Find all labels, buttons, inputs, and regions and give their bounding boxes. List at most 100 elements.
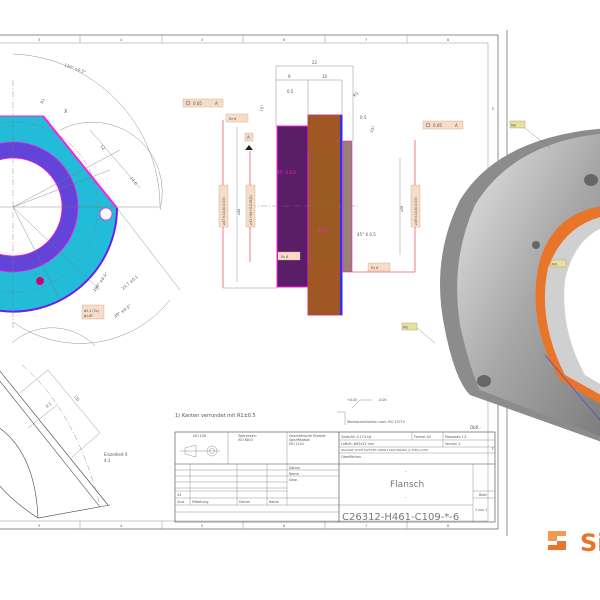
roughness-label: Rz 6 bbox=[229, 117, 236, 121]
column-label: 7 bbox=[365, 524, 367, 528]
column-label: 7 bbox=[365, 38, 367, 42]
detail-scale: 4:1 bbox=[104, 458, 111, 463]
roughness-label: Rz 6 bbox=[371, 266, 378, 270]
edge-tolerance-minus: -0.05 bbox=[378, 398, 387, 402]
note-edges: 1) Kanten verrundet mit R1±0.5 bbox=[175, 413, 256, 419]
scale-field: Massstab 2:1 bbox=[445, 435, 467, 439]
hole-label: ø3.1 (3x) bbox=[84, 309, 99, 313]
column-label: 8 bbox=[447, 38, 449, 42]
model-tag: M3 bbox=[552, 263, 557, 267]
dim-label: 9 bbox=[288, 74, 291, 79]
surfaces-field: Oberflächen - bbox=[341, 455, 364, 459]
roughness-tag bbox=[277, 251, 301, 261]
column-label: 8 bbox=[447, 524, 449, 528]
revision-state: 24 bbox=[177, 493, 181, 497]
detail-ref: X bbox=[64, 109, 68, 115]
sheet-value: 1 von 1 bbox=[475, 508, 487, 512]
gps-label: ISO 1101 bbox=[289, 442, 304, 446]
tolerance-frame-right: 0.05 A bbox=[422, 120, 464, 130]
surface-label: Obfl.- bbox=[470, 425, 481, 430]
roughness-tag bbox=[367, 262, 391, 272]
dim-label: 23.7 ±0.1 bbox=[120, 274, 139, 291]
row-label: F bbox=[492, 447, 494, 451]
gps-label: Spezifikation bbox=[289, 438, 310, 442]
angle-label: 15° bbox=[369, 125, 377, 134]
tolerance-value: ISO 8015 bbox=[238, 438, 253, 442]
dim-label: 22 bbox=[312, 60, 318, 65]
revision-header: Zust bbox=[177, 500, 185, 504]
row-label: E bbox=[492, 107, 494, 111]
diameter-label: ⌀38 h11(0/-0.05) bbox=[414, 197, 418, 225]
tolerance-datum: A bbox=[455, 123, 458, 128]
name-label: Name bbox=[289, 472, 299, 476]
model-tag: MS bbox=[403, 326, 408, 330]
dim-label: 0.1 bbox=[44, 401, 52, 409]
column-label: 5 bbox=[201, 524, 203, 528]
weight-field: Gewicht: 0.174 kg bbox=[341, 435, 371, 439]
diameter-label: ⌀32 H6(+0.016/0) bbox=[249, 195, 253, 225]
revision-header: Datum bbox=[239, 500, 250, 504]
tolerance-frame-left: 0.05 A bbox=[182, 98, 224, 108]
hole-tag bbox=[81, 304, 105, 320]
column-label: 3 bbox=[38, 524, 40, 528]
title-block: ISO 128 Toleranzen: ISO 8015 Geometrisch… bbox=[174, 431, 496, 523]
hole-icon bbox=[584, 174, 598, 186]
iso-label: ISO 128 bbox=[193, 434, 206, 438]
diameter-label: ⌀47 h11(0/-0.05) bbox=[222, 197, 226, 225]
diameter-label: ⌀44 bbox=[237, 209, 241, 215]
roughness-label: Rz 6 bbox=[281, 255, 288, 259]
tolerance-label: Toleranzen: bbox=[237, 434, 257, 438]
angle-label: 110° ±0.5° bbox=[64, 62, 87, 74]
angle-label: 15° bbox=[258, 104, 265, 112]
projection-symbol-icon bbox=[180, 444, 220, 458]
dim-label: 10 bbox=[322, 74, 328, 79]
section-view: 22 9 10 0.5 0.5 R1 15° 15° 45° X 0.5 45°… bbox=[182, 60, 464, 316]
column-label: 6 bbox=[283, 38, 285, 42]
3d-model: MS M3 MS bbox=[401, 120, 600, 442]
drawing-title: Flansch bbox=[390, 480, 424, 490]
format-field: Format A3 bbox=[414, 435, 431, 439]
title-dash: - bbox=[405, 469, 407, 474]
sheet-label: Blatt bbox=[479, 493, 487, 497]
version-field: Version 2- bbox=[445, 442, 462, 446]
angle-label: 39° ±0.5° bbox=[113, 303, 132, 319]
tolerance-datum: A bbox=[215, 101, 218, 106]
radius-label: R0.5 bbox=[318, 228, 328, 233]
diameter-label: ⌀28 bbox=[400, 206, 404, 212]
hole-icon bbox=[477, 375, 491, 387]
column-label: 3 bbox=[38, 38, 40, 42]
material-field: Werkstoff: Rd EN 10270-EN 10088-3-X10CrN… bbox=[341, 448, 428, 452]
edge-standard-label: Werkstueckkanten nach ISO 13715 bbox=[347, 420, 405, 424]
detail-view: 0.1 (3) Einzelheit X 4:1 bbox=[0, 327, 128, 519]
radius-label: R1 bbox=[39, 97, 46, 104]
revision-header: Mitteilung bbox=[192, 500, 208, 504]
model-tag: MS bbox=[511, 124, 516, 128]
column-label: 4 bbox=[120, 38, 122, 42]
datum-box bbox=[244, 132, 254, 142]
dimensions-field: LxBxH: Ø62x22 mm bbox=[341, 441, 374, 446]
checked-label: Gepr. bbox=[289, 478, 298, 482]
chamfer-label: 45° X 0.5 bbox=[277, 170, 296, 175]
logo-text: Si bbox=[580, 529, 600, 557]
tolerance-value: 0.05 bbox=[433, 123, 442, 128]
dim-label: 12 bbox=[99, 144, 106, 151]
angle-label: 100° ±0.5° bbox=[92, 271, 109, 292]
dim-label: (3) bbox=[73, 394, 81, 402]
column-label: 4 bbox=[120, 524, 122, 528]
dim-label: 0.5 bbox=[360, 115, 367, 120]
tolerance-value: 0.05 bbox=[193, 101, 202, 106]
datum-label: A bbox=[247, 135, 250, 140]
gps-label: Geometrische Produkt bbox=[289, 434, 326, 438]
radius-label: R1 bbox=[352, 90, 360, 98]
date-label: Datum bbox=[289, 466, 300, 470]
dim-label: 0.5 bbox=[287, 89, 294, 94]
front-view: 110° ±0.5° R1 X 12 11.6 100° ±0.5° 23.7 … bbox=[0, 53, 181, 344]
brand-logo: Si bbox=[548, 529, 600, 557]
edge-tolerance-plus: +0.05 bbox=[347, 398, 357, 402]
hole-label: ø1.6F bbox=[84, 314, 93, 318]
hole-icon bbox=[532, 241, 540, 249]
datum-triangle-icon bbox=[245, 145, 253, 150]
revision-header: Name bbox=[269, 500, 279, 504]
